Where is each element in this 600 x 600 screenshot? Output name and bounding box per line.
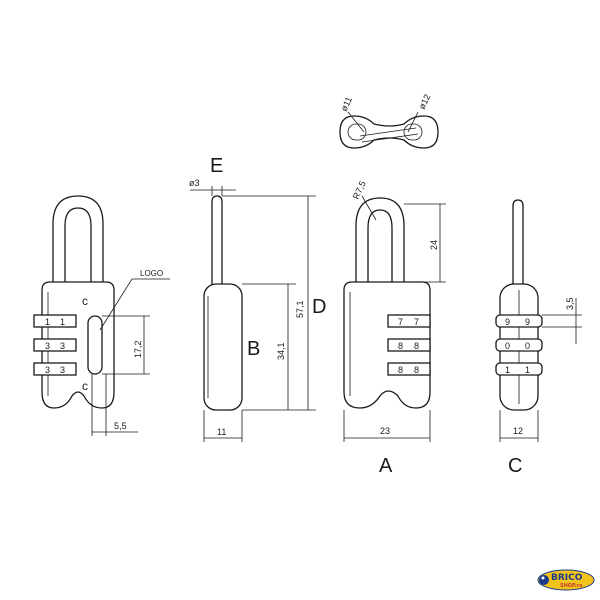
rivet-mark-top: c	[82, 294, 88, 308]
wheel-2	[387, 338, 431, 352]
top-outline	[339, 115, 439, 149]
wheel-digit: 1	[505, 365, 510, 375]
dim-side-width: 12	[513, 426, 523, 436]
dim-shackle-dia: ø3	[189, 178, 200, 188]
wheel-1	[387, 314, 431, 328]
dim-hole-large: ø12	[417, 93, 433, 111]
side-view-c: 9 0 1 9 0 1 3,5 12 C	[495, 199, 582, 477]
dim-body-height: 34,1	[276, 342, 286, 360]
logo-label: LOGO	[140, 269, 163, 278]
front-view-a: 7 8 8 7 8 8 R7,5 24 23 A	[343, 179, 446, 477]
wheel-digit: 8	[414, 341, 419, 351]
shackle-inner-a	[367, 209, 393, 290]
brico-shop-logo: BRICO SHOP.ro	[537, 569, 595, 591]
shackle-rod-c	[512, 199, 524, 290]
front-view-left: c c 1 3 3 1 3 3 LOGO 17,2 5,5	[33, 195, 170, 436]
dim-total-height: 57,1	[295, 300, 305, 318]
leader-d12	[407, 111, 419, 133]
rivet-mark-bottom: c	[82, 379, 88, 393]
wheel-digit: 3	[60, 341, 65, 351]
dim-logo-height: 17,2	[133, 340, 143, 358]
wheel-2	[33, 338, 77, 352]
wheel-digit: 1	[45, 317, 50, 327]
wheel-digit: 9	[505, 317, 510, 327]
wheel-3	[387, 362, 431, 376]
wheel-1	[33, 314, 77, 328]
logo-mascot-icon	[539, 575, 549, 585]
shackle-outer	[52, 195, 104, 290]
shackle-outer-a	[355, 197, 405, 290]
dim-shackle-radius: R7,5	[351, 179, 368, 200]
logo-brand: BRICO	[551, 573, 583, 583]
wheel-3	[33, 362, 77, 376]
dim-shackle-height: 24	[429, 240, 439, 250]
view-label-d: D	[312, 296, 326, 318]
hole-left-outer	[347, 123, 367, 141]
top-view: ø11 ø12	[339, 93, 439, 149]
side-body	[203, 283, 243, 411]
wheel-digit: 8	[398, 365, 403, 375]
wheels-side-c: 9 0 1 9 0 1	[495, 314, 543, 376]
wheels-front-left: 1 3 3 1 3 3	[33, 314, 77, 376]
wheel-digit: 0	[505, 341, 510, 351]
wheel-1	[495, 314, 543, 328]
hole-right-outer	[403, 123, 423, 141]
wheel-digit: 7	[414, 317, 419, 327]
dim-logo-offset: 5,5	[114, 421, 127, 431]
lock-body	[41, 281, 115, 409]
shackle-inner	[64, 207, 92, 290]
wheel-digit: 1	[525, 365, 530, 375]
wheel-digit: 3	[60, 365, 65, 375]
view-label-e: E	[210, 155, 223, 177]
dim-body-depth: 11	[217, 427, 226, 437]
wheel-digit: 7	[398, 317, 403, 327]
logo-leader	[99, 278, 170, 331]
wheel-digit: 8	[414, 365, 419, 375]
side-view-middle: E ø3 57,1 34,1 B D 11	[189, 155, 326, 442]
view-label-b: B	[247, 338, 260, 360]
view-label-a: A	[379, 455, 393, 477]
logo-sub: SHOP.ro	[560, 583, 583, 589]
wheel-digit: 1	[60, 317, 65, 327]
wheel-digit: 8	[398, 341, 403, 351]
logo-badge	[537, 569, 595, 591]
shackle-rod	[211, 195, 223, 290]
leader-r7-5	[361, 195, 377, 221]
top-slot-line	[361, 133, 419, 143]
dim-body-width: 23	[380, 426, 390, 436]
logo-slot	[87, 315, 103, 375]
dim-hole-small: ø11	[339, 95, 354, 113]
wheels-front-a: 7 8 8 7 8 8	[387, 314, 431, 376]
wheel-3	[495, 362, 543, 376]
top-slot-line	[359, 127, 417, 137]
wheel-digit: 9	[525, 317, 530, 327]
wheel-digit: 0	[525, 341, 530, 351]
dim-wheel-pitch: 3,5	[565, 297, 575, 310]
wheel-digit: 3	[45, 365, 50, 375]
wheel-digit: 3	[45, 341, 50, 351]
wheel-2	[495, 338, 543, 352]
leader-d11	[347, 111, 365, 133]
view-label-c: C	[508, 455, 522, 477]
